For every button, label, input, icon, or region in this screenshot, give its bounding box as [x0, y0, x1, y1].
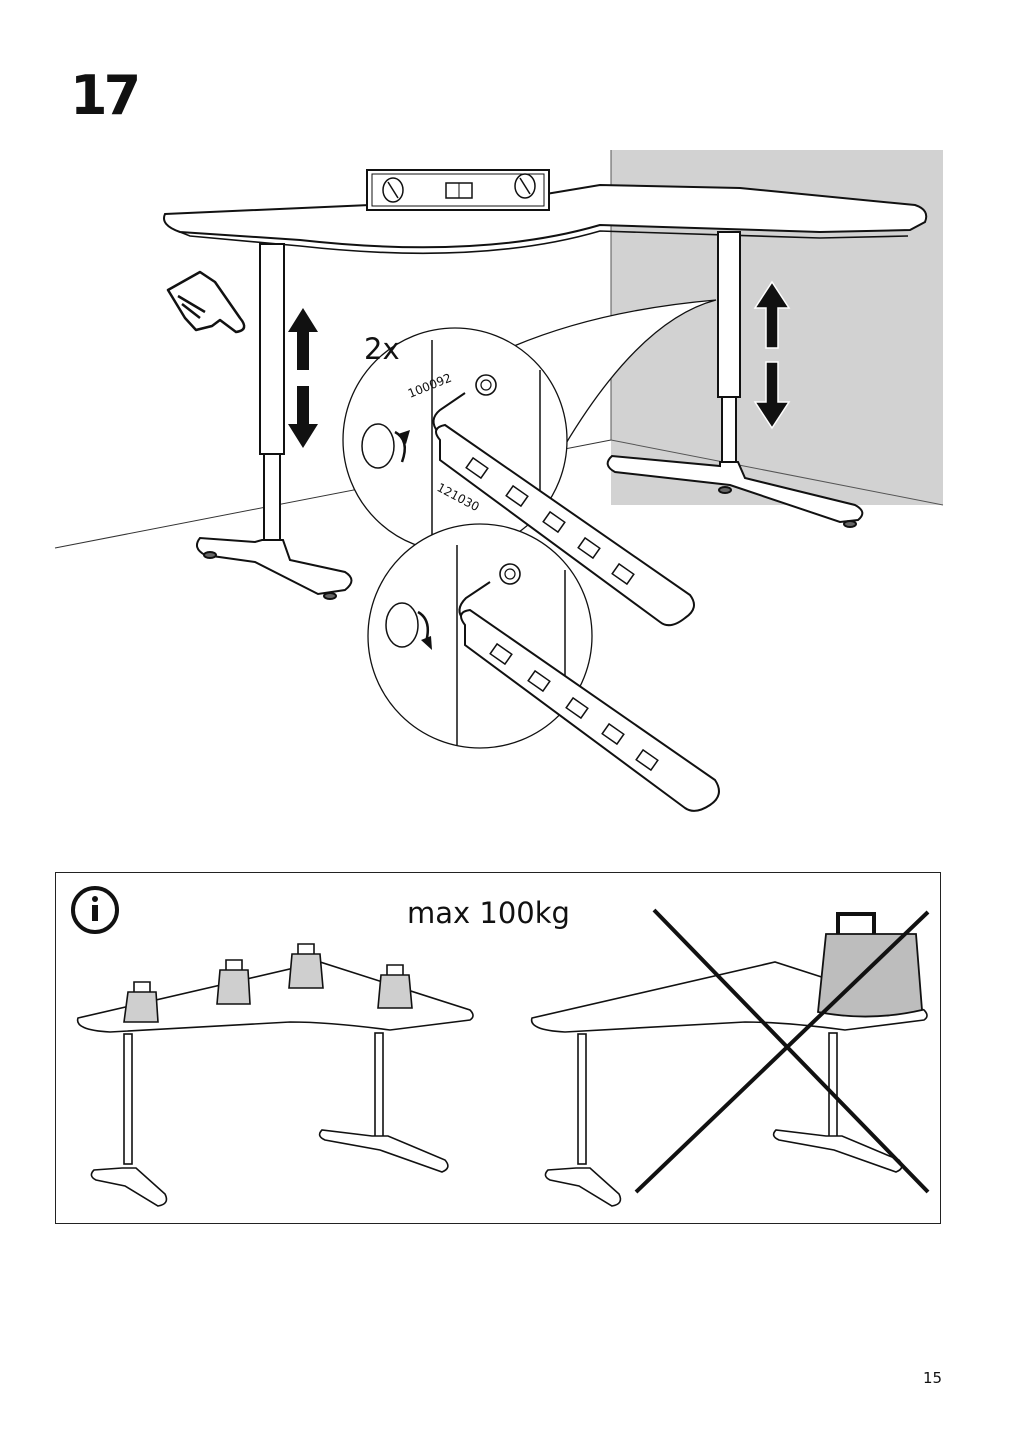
quantity-label: 2x — [364, 332, 400, 366]
wrench-tool-bottom — [460, 608, 720, 812]
page-number: 15 — [923, 1369, 943, 1387]
desk-leveling-illustration: 100092 121030 — [54, 150, 944, 812]
max-load-label: max 100kg — [407, 896, 570, 930]
adjust-arrows-left — [288, 308, 318, 448]
step-number: 17 — [70, 64, 141, 127]
info-box — [55, 872, 941, 1224]
right-leg — [606, 231, 864, 528]
detail-callout — [513, 299, 717, 446]
left-leg — [195, 243, 353, 600]
adjust-arrows-right — [753, 280, 791, 430]
spirit-level — [366, 169, 550, 211]
wrench-tool-top — [435, 423, 695, 627]
hand-icon — [166, 270, 246, 334]
desk-top — [163, 183, 928, 255]
